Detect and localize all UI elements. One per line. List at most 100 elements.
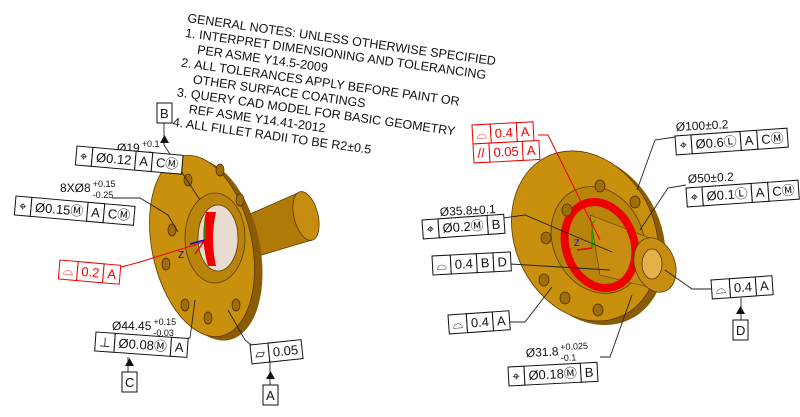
feature-control-frame[interactable]: ⌓ 0.2 A — [57, 259, 122, 285]
gdt-cell-text: A — [107, 266, 117, 282]
datum-D: D — [732, 306, 749, 341]
gdt-symbol-cell: ⌖ — [507, 365, 526, 387]
gdt-value-cell: A — [85, 201, 106, 224]
dimension-d50: Ø50±0.2 — [687, 170, 734, 186]
gdt-cell-text: 0.4 — [494, 125, 513, 141]
gdt-cell-text: 0.4 — [733, 279, 752, 295]
dimension-d100: Ø100±0.2 — [675, 117, 729, 134]
gdt-cell-text: A — [526, 143, 536, 158]
gdt-cell-text: A — [755, 185, 765, 201]
gdt-value-cell: 0.4 — [728, 276, 758, 299]
upper-tolerance: +0.1 — [142, 139, 160, 149]
gdt-value-cell: Ø0.08Ⓜ — [113, 332, 173, 357]
axis-y-label: Y — [590, 218, 596, 228]
gdt-symbol-icon: ⌖ — [80, 148, 89, 164]
upper-tolerance: +0.15 — [153, 317, 176, 327]
gdt-cell-text: Ø0.15Ⓜ — [34, 200, 84, 219]
gdt-value-cell: Ø0.1Ⓛ — [701, 182, 753, 207]
axis-z-label: Z — [178, 250, 184, 261]
datum-letter: C — [125, 375, 134, 390]
gdt-value-cell: 0.2 — [76, 261, 105, 284]
gdt-symbol-cell: ⌓ — [431, 254, 452, 276]
gdt-symbol-icon: ⌓ — [63, 262, 75, 278]
gdt-cell-text: 0.2 — [81, 264, 100, 281]
gdt-symbol-cell: ⊥ — [94, 331, 116, 353]
axis-triad-right: Y Z X — [566, 218, 596, 257]
gdt-symbol-cell: ⌓ — [57, 259, 79, 282]
datum-C: C — [121, 358, 138, 393]
gdt-value-cell: Ø0.6Ⓛ — [690, 130, 742, 155]
gdt-symbol-icon: ⌖ — [19, 198, 28, 214]
gdt-value-cell: D — [492, 251, 512, 273]
right-flange-part[interactable]: Y Z X — [484, 127, 692, 350]
left-flange-part[interactable]: Z — [134, 146, 324, 351]
gdt-symbol-icon: ⌓ — [715, 281, 726, 297]
axis-z-label: Z — [574, 238, 580, 248]
gdt-value-cell: Ø0.12 — [90, 146, 137, 171]
dimension-d318: Ø31.8+0.025-0.1 — [525, 341, 588, 363]
gdt-symbol-icon: ⌓ — [476, 126, 487, 142]
gdt-symbol-cell: ⌓ — [710, 278, 732, 300]
feature-control-frame[interactable]: ⌖ Ø0.15Ⓜ A CⓂ — [13, 195, 136, 226]
datum-labels: B C A D — [121, 102, 749, 406]
datum-triangle-icon — [736, 306, 745, 314]
gdt-value-cell: 0.4 — [465, 311, 495, 334]
gdt-cell-text: A — [759, 278, 769, 294]
datum-B: B — [156, 102, 173, 143]
gdt-symbol-icon: ⌖ — [512, 368, 521, 383]
gdt-cell-text: A — [496, 313, 506, 329]
feature-control-frame[interactable]: ▱0.05 — [249, 339, 304, 365]
gdt-cell-text: Ø0.2Ⓜ — [442, 218, 484, 236]
datum-A: A — [262, 371, 279, 406]
gdt-cell-text: CⓂ — [772, 182, 795, 199]
gdt-value-cell: Ø0.2Ⓜ — [437, 214, 489, 239]
dimension-d358: Ø35.8±0.1 — [439, 202, 496, 219]
dimension-d8: 8XØ8+0.15-0.25 — [60, 179, 115, 200]
gdt-cell-text: A — [139, 154, 149, 170]
gdt-cell-text: 0.4 — [470, 314, 489, 330]
gdt-symbol-icon: ⊥ — [99, 334, 111, 350]
gdt-cell-text: A — [91, 205, 101, 221]
gdt-cell-text: CⓂ — [107, 206, 131, 223]
feature-control-frame[interactable]: ⌓ 0.4 A — [710, 275, 774, 300]
gdt-value-cell: 0.4 — [489, 122, 518, 144]
gdt-value-cell: Ø0.18Ⓜ — [523, 362, 582, 386]
datum-triangle-icon — [125, 358, 134, 366]
gdt-cell-text: 0.05 — [272, 342, 299, 360]
gdt-cell-text: Ø0.18Ⓜ — [528, 365, 577, 383]
gdt-cell-text: CⓂ — [155, 155, 179, 172]
lower-tolerance: -0.1 — [561, 352, 577, 363]
general-notes: GENERAL NOTES: UNLESS OTHERWISE SPECIFIE… — [172, 11, 497, 157]
gdt-symbol-cell: ⌓ — [471, 123, 492, 145]
upper-tolerance: +0.025 — [560, 341, 588, 352]
gdt-symbol-cell: // — [472, 142, 491, 164]
lower-tolerance: -0.25 — [93, 190, 114, 200]
gdt-cell-text: A — [174, 340, 184, 356]
gdt-symbol-icon: ⌓ — [436, 257, 447, 273]
datum-letter: B — [160, 106, 169, 121]
gdt-value-cell: A — [133, 150, 154, 173]
gdt-cell-text: 0.05 — [493, 144, 519, 160]
dimension-value: 8XØ8 — [60, 181, 91, 195]
gdt-symbol-cell: ⌖ — [421, 218, 440, 240]
dimension-value: Ø100±0.2 — [675, 117, 729, 134]
datum-letter: A — [266, 388, 275, 403]
gdt-symbol-icon: ⌖ — [690, 189, 699, 205]
lower-tolerance: -0.03 — [153, 328, 174, 338]
gdt-symbol-cell: ⌖ — [13, 195, 33, 217]
gdt-cell-text: Ø0.6Ⓛ — [695, 134, 737, 152]
gdt-value-cell: CⓂ — [150, 152, 184, 175]
gdt-value-cell: A — [169, 336, 189, 358]
gdt-value-cell: A — [102, 263, 122, 285]
